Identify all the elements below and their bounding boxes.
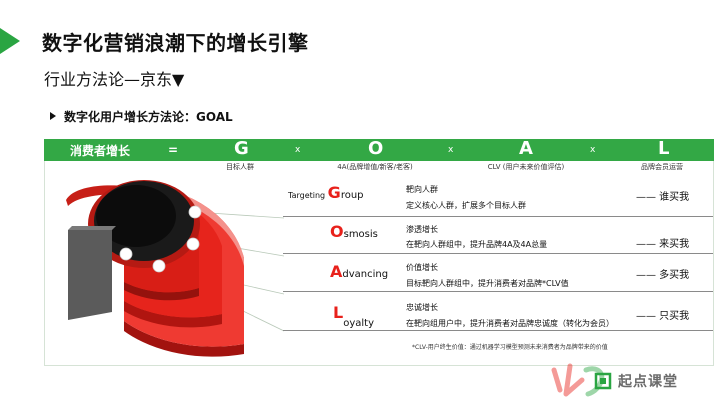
row-title-loyalty: 忠诚增长 <box>406 303 438 312</box>
caption-g: 目标人群 <box>226 163 254 171</box>
row-word-initial: A <box>330 262 343 281</box>
corner-triangle <box>0 28 20 54</box>
section-heading: 数字化用户增长方法论：GOAL <box>50 108 233 125</box>
row-who-loyalty: —— 只买我 <box>636 311 690 322</box>
row-separator-1 <box>283 216 713 217</box>
row-desc-group: 定义核心人群，扩展多个目标人群 <box>406 201 526 210</box>
caption-a: CLV (用户未来价值评估) <box>487 163 565 171</box>
arrow-right-icon <box>50 112 56 120</box>
row-desc-loyalty: 在靶向组用户中，提升消费者对品牌忠诚度（转化为会员） <box>406 319 614 328</box>
row-word-initial: L <box>333 303 344 322</box>
row-separator-2 <box>283 253 713 254</box>
formula-times-3: x <box>590 145 596 155</box>
caption-l: 品牌会员运营 <box>641 163 683 171</box>
row-who-group: —— 谁买我 <box>636 192 690 203</box>
section-heading-text: 数字化用户增长方法论：GOAL <box>64 110 233 124</box>
watermark-text: 起点课堂 <box>618 374 678 390</box>
row-word-osmosis: Osmosis <box>330 222 378 241</box>
formula-bar: 消费者增长 = G x O x A x L <box>44 138 714 161</box>
row-word-advancing: Advancing <box>330 262 388 281</box>
disk-core <box>88 180 200 268</box>
formula-letter-o: O <box>368 138 384 159</box>
formula-times-2: x <box>448 145 454 155</box>
row-word-prefix: Targeting <box>288 191 328 200</box>
row-who-osmosis: —— 来买我 <box>636 239 690 250</box>
row-word-rest: smosis <box>343 229 378 240</box>
formula-label: 消费者增长 <box>70 144 131 158</box>
row-word-rest: dvancing <box>342 269 389 280</box>
disk-markers <box>119 205 202 273</box>
row-separator-3 <box>283 291 713 292</box>
disk-gray-block <box>68 226 116 320</box>
page-title: 数字化营销浪潮下的增长引擎 <box>42 31 309 55</box>
row-word-initial: G <box>327 183 341 202</box>
row-who-advancing: —— 多买我 <box>636 270 690 281</box>
goal-layered-disk <box>66 180 284 357</box>
row-word-initial: O <box>330 222 344 241</box>
row-word-rest: roup <box>340 190 364 201</box>
formula-letter-a: A <box>519 138 533 159</box>
row-title-osmosis: 渗透增长 <box>406 225 438 234</box>
row-word-loyalty: Loyalty <box>333 303 374 329</box>
watermark-logo <box>551 363 612 397</box>
row-title-group: 靶向人群 <box>406 185 438 194</box>
row-word-group: Targeting Group <box>288 183 364 202</box>
row-desc-advancing: 目标靶向人群组中，提升消费者对品牌*CLV值 <box>406 279 569 288</box>
caption-o: 4A(品牌增值/新客/老客) <box>337 163 413 171</box>
formula-equals: = <box>168 143 179 157</box>
clv-footnote: *CLV-用户终生价值：通过机器学习模型预测未来消费者为品牌带来的价值 <box>412 344 608 351</box>
formula-letter-l: L <box>658 138 670 159</box>
formula-times-1: x <box>295 145 301 155</box>
row-word-rest: oyalty <box>343 318 374 329</box>
formula-letter-g: G <box>234 138 249 159</box>
row-desc-osmosis: 在靶向人群组中，提升品牌4A及4A总量 <box>406 240 548 249</box>
page-subtitle: 行业方法论—京东▼ <box>44 70 185 89</box>
row-title-advancing: 价值增长 <box>406 263 438 272</box>
row-separator-4 <box>283 330 713 331</box>
